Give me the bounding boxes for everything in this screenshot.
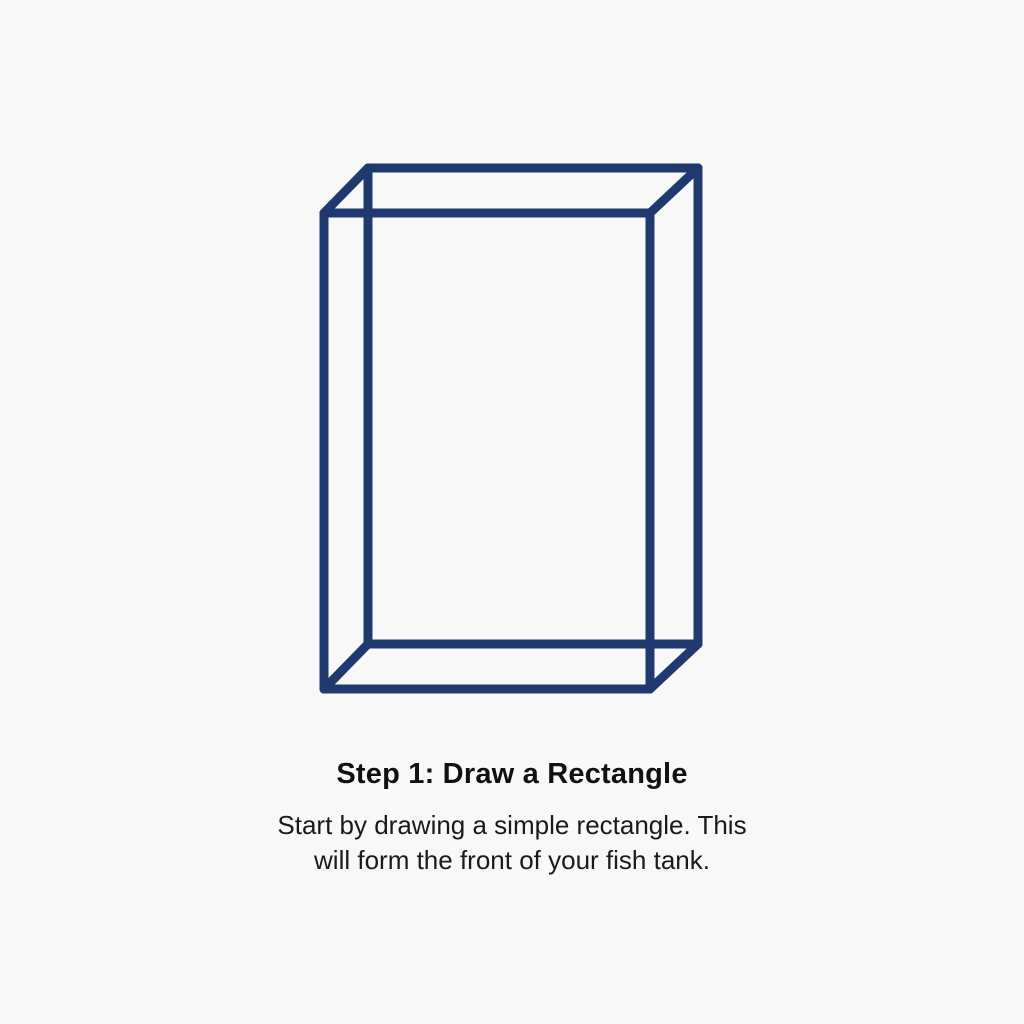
step-title: Step 1: Draw a Rectangle bbox=[336, 758, 688, 790]
step-description: Start by drawing a simple rectangle. Thi… bbox=[212, 808, 812, 878]
depth-edge-top-left bbox=[319, 163, 373, 218]
depth-edge-bottom-right bbox=[645, 639, 703, 694]
depth-edge-top-right bbox=[645, 163, 703, 218]
step-description-line-2: will form the front of your fish tank. bbox=[314, 845, 710, 875]
step-description-line-1: Start by drawing a simple rectangle. Thi… bbox=[277, 810, 747, 840]
depth-edge-bottom-left bbox=[319, 639, 373, 694]
step-caption: Step 1: Draw a Rectangle Start by drawin… bbox=[0, 752, 1024, 878]
